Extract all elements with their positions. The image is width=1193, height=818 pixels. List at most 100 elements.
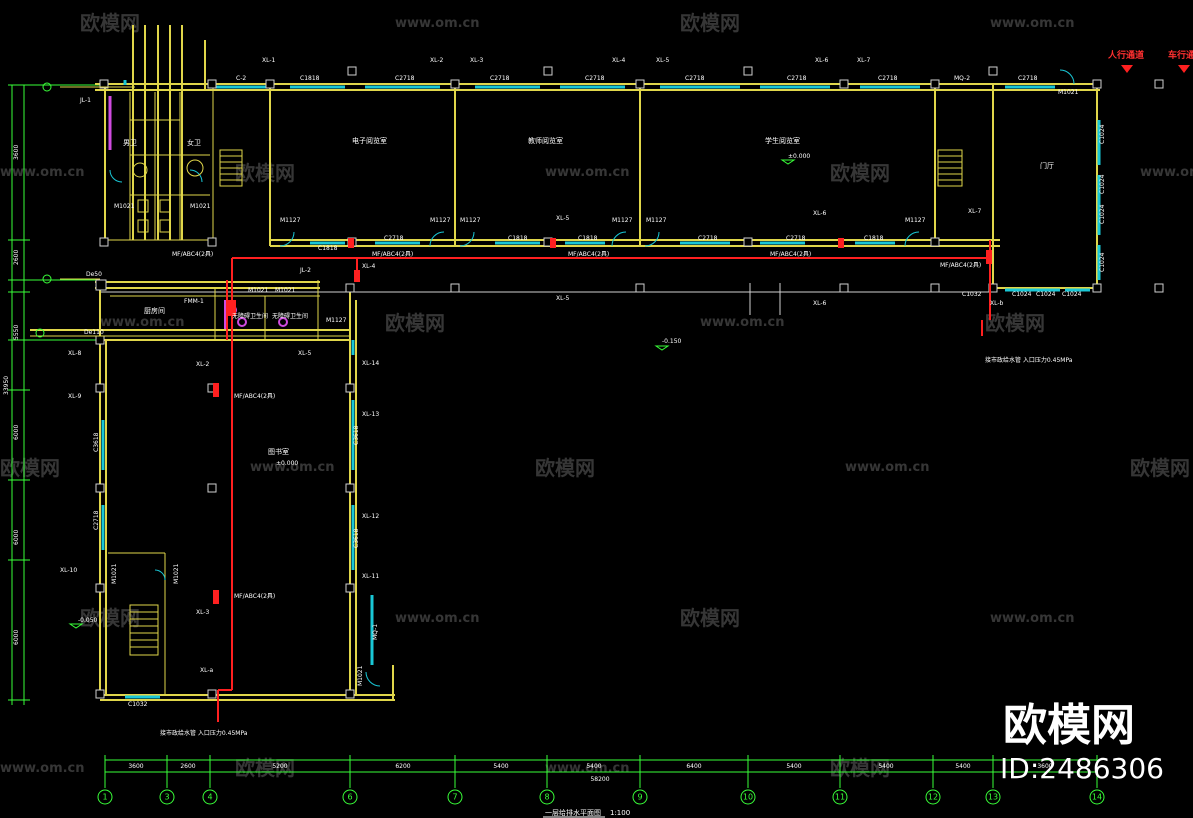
axis-dim: 2600 bbox=[180, 763, 195, 770]
opening-c2718: C2718 bbox=[878, 75, 898, 82]
label-de110: De110 bbox=[84, 329, 104, 336]
opening-c1024: C1024 bbox=[1099, 174, 1106, 194]
fire-ext-label: MF/ABC4(2具) bbox=[940, 262, 981, 269]
watermark-url: www.om.cn bbox=[990, 16, 1075, 31]
stair-top bbox=[219, 149, 243, 187]
opening-m1221: M1021 bbox=[111, 563, 118, 584]
opening-c1024: C1024 bbox=[1012, 291, 1032, 298]
opening-c3618: C3618 bbox=[353, 425, 360, 445]
axis-dim: 5400 bbox=[955, 763, 970, 770]
room-wc: 男卫 bbox=[123, 139, 137, 147]
opening-m1221: M1021 bbox=[173, 563, 180, 584]
watermark-layer: 欧模网 欧模网 www.om.cn www.om.cn 欧模网 欧模网 www.… bbox=[0, 11, 1193, 780]
axis-dim: 6200 bbox=[395, 763, 410, 770]
axis-label: 7 bbox=[452, 793, 457, 802]
drawing-scale: 1:100 bbox=[610, 809, 630, 817]
left-dim-total: 33950 bbox=[3, 376, 10, 395]
opening-c2718: C2718 bbox=[395, 75, 415, 82]
pipe-labels: XL-1 XL-2 XL-3 XL-4 XL-5 XL-6 XL-7 XL-8 … bbox=[60, 57, 1004, 674]
opening-m1127: M1127 bbox=[280, 217, 301, 224]
level-main: ±0.000 bbox=[788, 153, 810, 160]
watermark-url: www.om.cn bbox=[395, 16, 480, 31]
legend-vehicle-arrow-icon bbox=[1178, 65, 1190, 73]
label-xlb: XL-b bbox=[990, 300, 1004, 307]
axis-dim: 3600 bbox=[128, 763, 143, 770]
supply-notes: 接市政给水管 入口压力0.45MPa 接市政给水管 入口压力0.45MPa bbox=[160, 356, 1073, 737]
room-barrier-free-wc: 无障碍卫生间 bbox=[272, 312, 308, 320]
opening-c1024: C1024 bbox=[1099, 204, 1106, 224]
legend-pedestrian: 人行通道 bbox=[1107, 49, 1144, 61]
opening-c2718: C2718 bbox=[490, 75, 510, 82]
room-kitchen: 厨房间 bbox=[144, 306, 165, 315]
left-wing-columns bbox=[95, 279, 355, 699]
watermark-brand: 欧模网 bbox=[985, 311, 1045, 335]
left-dimension-lines: 3600 2600 5550 6000 6000 6000 33950 bbox=[3, 84, 100, 705]
label-jl1: JL-1 bbox=[79, 97, 91, 104]
opening-c1024: C1024 bbox=[1062, 291, 1082, 298]
opening-m1127: M1127 bbox=[326, 317, 347, 324]
opening-c2718: C2718 bbox=[585, 75, 605, 82]
watermark-brand: 欧模网 bbox=[1130, 456, 1190, 480]
top-windows bbox=[215, 85, 1101, 292]
opening-c2718: C2718 bbox=[1018, 75, 1038, 82]
bottom-axis: 3600 2600 5200 6200 5400 5400 6400 5400 … bbox=[97, 755, 1105, 805]
watermark-brand: 欧模网 bbox=[385, 311, 445, 335]
brand-stamp: 欧模网 ID:2486306 bbox=[1000, 700, 1164, 785]
axis-dim: 5400 bbox=[493, 763, 508, 770]
top-columns bbox=[99, 66, 1164, 293]
label-xl1: XL-1 bbox=[262, 57, 276, 64]
axis-label: 6 bbox=[347, 793, 352, 802]
watermark-brand: 欧模网 bbox=[235, 161, 295, 185]
axis-label: 3 bbox=[164, 793, 169, 802]
opening-m1021: M1021 bbox=[275, 287, 296, 294]
left-dim: 6000 bbox=[13, 425, 20, 440]
opening-c2: C-2 bbox=[236, 75, 246, 82]
room-library: 图书室 bbox=[268, 447, 289, 456]
legend-vehicle: 车行通道 bbox=[1168, 49, 1193, 61]
axis-label: 13 bbox=[988, 793, 998, 802]
room-barrier-free-wc: 无障碍卫生间 bbox=[232, 312, 268, 320]
watermark-url: www.om.cn bbox=[0, 761, 85, 776]
opening-c2718: C2718 bbox=[698, 235, 718, 242]
label-xl5d: XL-5 bbox=[298, 350, 312, 357]
axis-label: 8 bbox=[544, 793, 549, 802]
label-xl6c: XL-6 bbox=[813, 300, 827, 307]
supply-note: 接市政给水管 入口压力0.45MPa bbox=[160, 729, 248, 737]
opening-m1021: M1021 bbox=[114, 203, 135, 210]
fire-ext-label: MF/ABC4(2具) bbox=[372, 251, 413, 258]
label-xl12: XL-12 bbox=[362, 513, 379, 520]
room-teacher-reading: 教师阅览室 bbox=[528, 136, 563, 145]
watermark-url: www.om.cn bbox=[0, 165, 85, 180]
watermark-url: www.om.cn bbox=[250, 460, 335, 475]
opening-c2718: C2718 bbox=[93, 510, 100, 530]
watermark-url: www.om.cn bbox=[100, 315, 185, 330]
watermark-brand: 欧模网 bbox=[80, 11, 140, 35]
watermark-url: www.om.cn bbox=[700, 315, 785, 330]
opening-c1818: C1818 bbox=[578, 235, 598, 242]
label-xl5b: XL-5 bbox=[556, 215, 570, 222]
watermark-url: www.om.cn bbox=[1140, 165, 1193, 180]
left-wing-windows bbox=[101, 80, 374, 699]
opening-c1818: C1818 bbox=[864, 235, 884, 242]
opening-m1127: M1127 bbox=[905, 217, 926, 224]
axis-dim: 5400 bbox=[586, 763, 601, 770]
legend-pedestrian-arrow-icon bbox=[1121, 65, 1133, 73]
room-student-reading: 学生阅览室 bbox=[765, 136, 800, 145]
label-xl9: XL-9 bbox=[68, 393, 82, 400]
room-labels: 电子阅览室 教师阅览室 学生阅览室 门厅 厨房间 无障碍卫生间 无障碍卫生间 男… bbox=[123, 136, 1054, 456]
fire-ext-label: MF/ABC4(2具) bbox=[234, 393, 275, 400]
label-xla: XL-a bbox=[200, 667, 214, 674]
label-xl5c: XL-5 bbox=[556, 295, 570, 302]
left-dim: 5550 bbox=[13, 325, 20, 340]
axis-label: 4 bbox=[207, 793, 212, 802]
label-xl4: XL-4 bbox=[612, 57, 626, 64]
axis-dim: 5400 bbox=[786, 763, 801, 770]
left-dim: 2600 bbox=[13, 250, 20, 265]
axis-label: 1 bbox=[102, 793, 107, 802]
watermark-brand: 欧模网 bbox=[0, 456, 60, 480]
opening-m1127: M1127 bbox=[430, 217, 451, 224]
opening-mq1: MQ-1 bbox=[372, 624, 379, 640]
axis-label: 12 bbox=[928, 793, 938, 802]
opening-c1032: C1032 bbox=[128, 701, 148, 708]
opening-c1024: C1024 bbox=[1036, 291, 1056, 298]
